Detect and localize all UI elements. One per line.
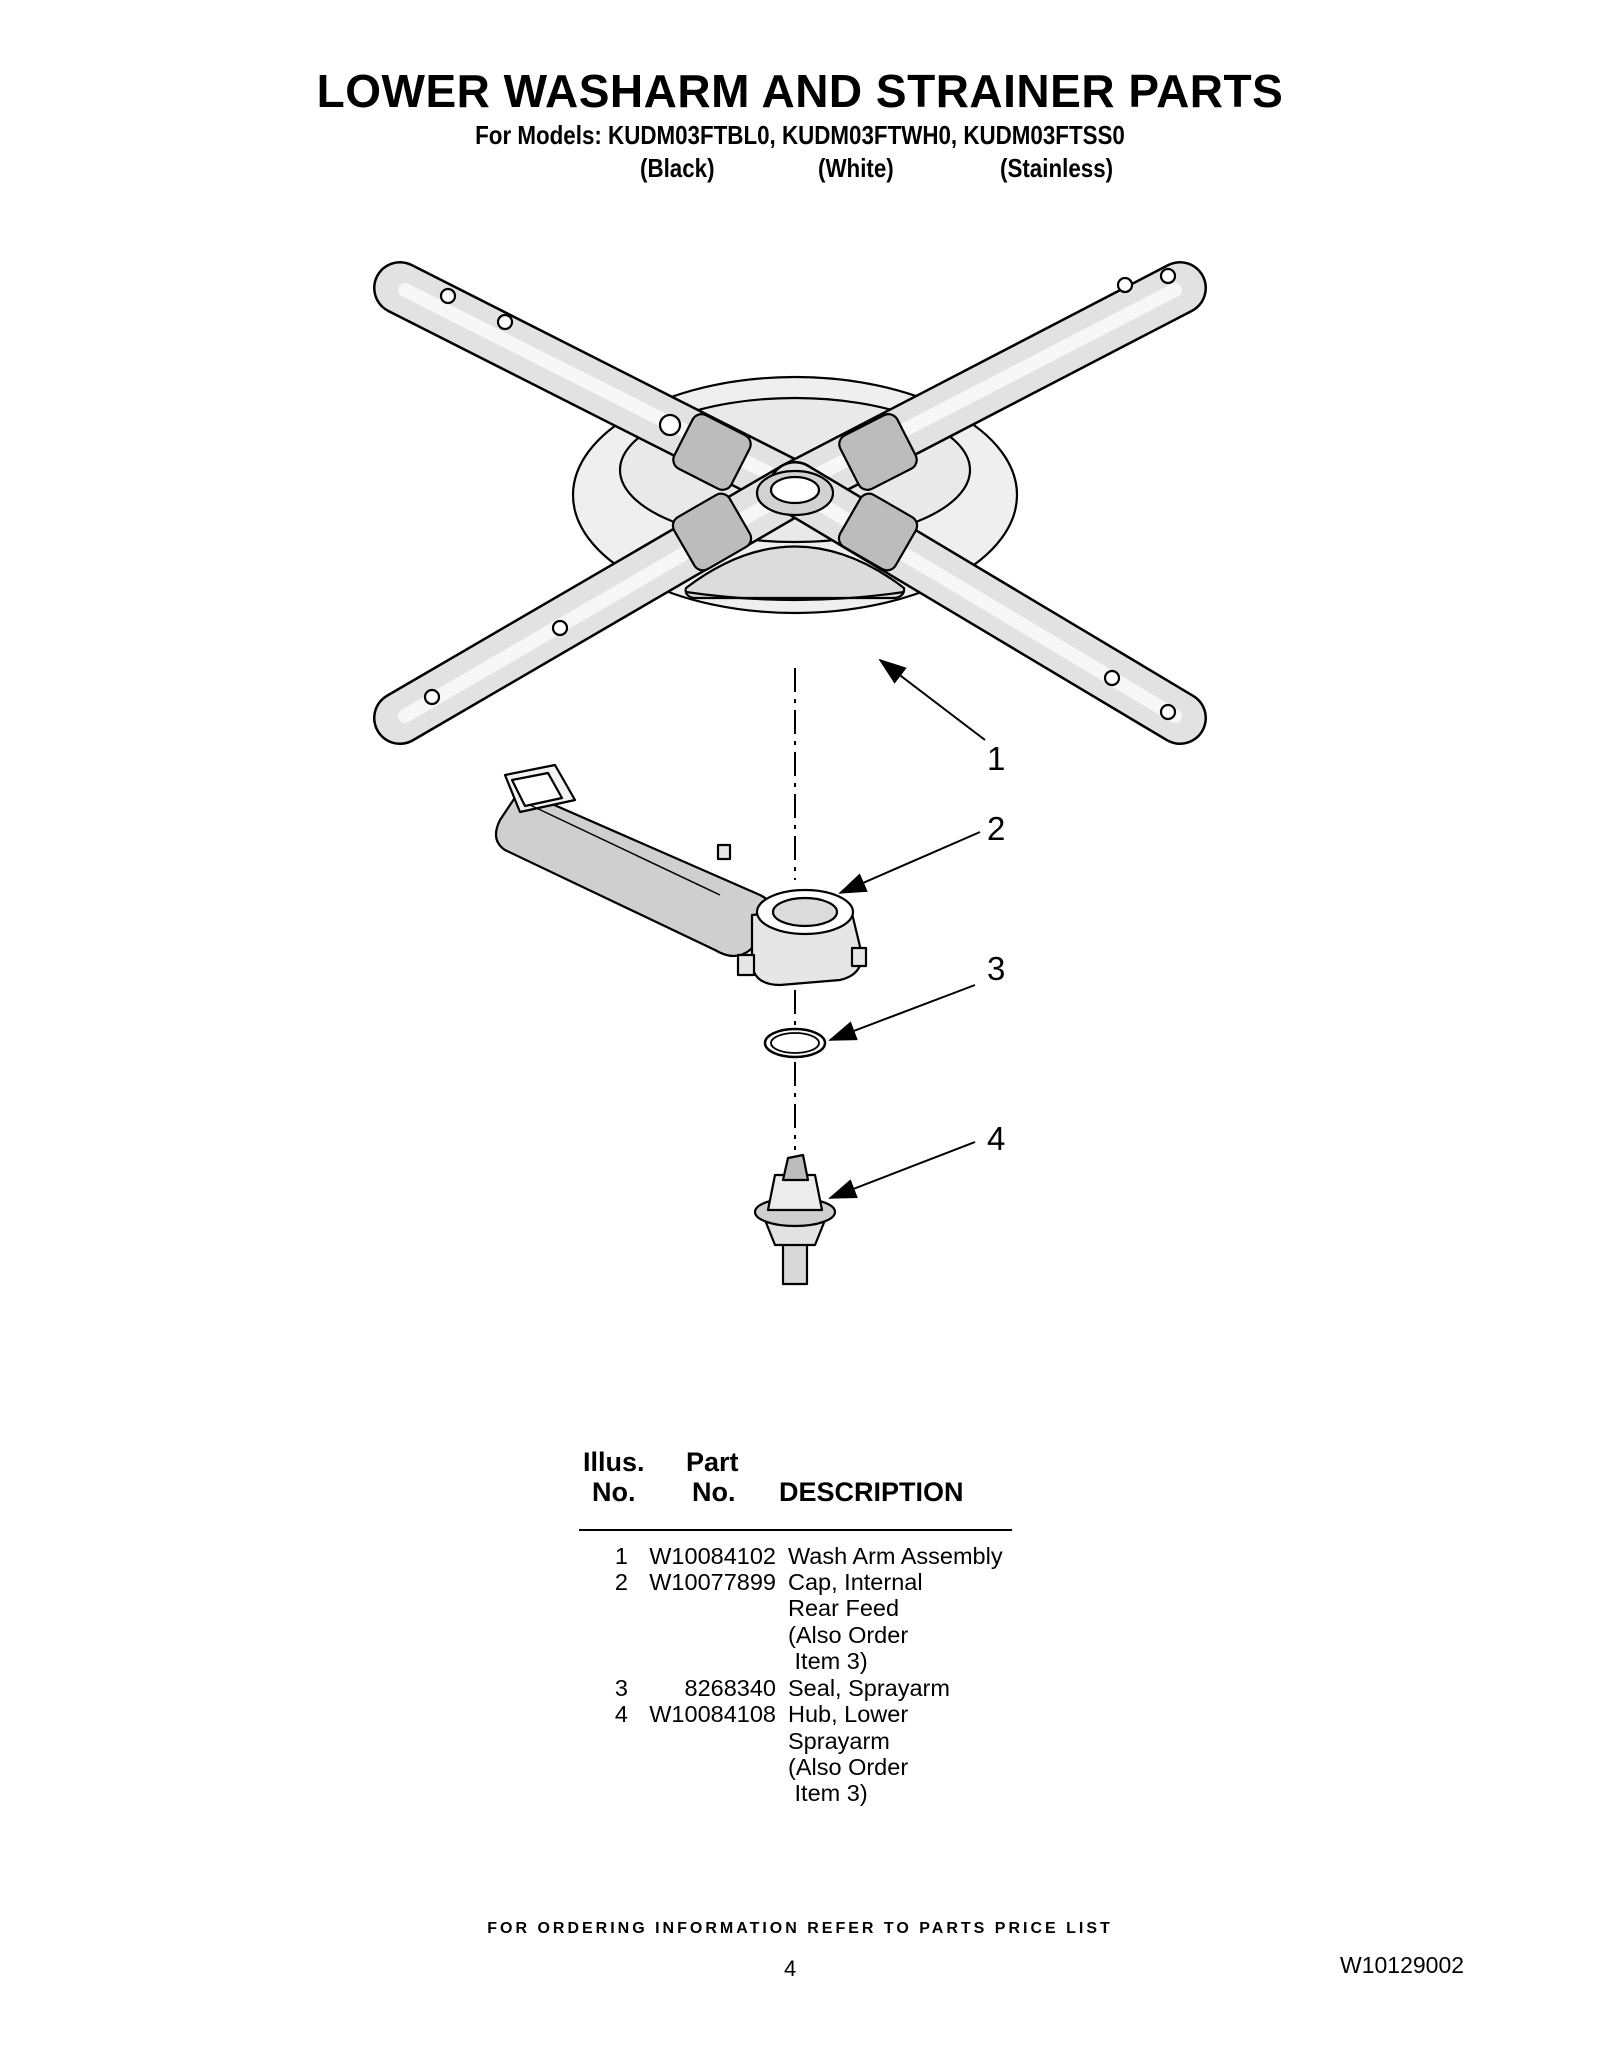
header-rule <box>579 1529 1012 1531</box>
description-line: Sprayarm <box>788 1728 890 1754</box>
description-line: Item 3) <box>788 1780 868 1806</box>
illus-no: 4 <box>614 1701 628 1727</box>
description-line: Cap, Internal <box>788 1569 923 1595</box>
ordering-footer: FOR ORDERING INFORMATION REFER TO PARTS … <box>487 1920 1113 1937</box>
header-part-bottom: No. <box>692 1477 736 1507</box>
part-no: W10077899 <box>649 1569 776 1595</box>
part-no: W10084108 <box>649 1701 776 1727</box>
variant-white: (White) <box>818 153 894 183</box>
internal-cap-rear-feed <box>494 763 868 987</box>
description-line: Seal, Sprayarm <box>788 1675 950 1701</box>
wash-arm-center-hub <box>755 469 835 517</box>
models-line: For Models: KUDM03FTBL0, KUDM03FTWH0, KU… <box>475 120 1125 150</box>
header-description: DESCRIPTION <box>779 1477 964 1507</box>
header-illus-bottom: No. <box>592 1477 636 1507</box>
illus-no: 3 <box>614 1675 628 1701</box>
page-number: 4 <box>784 1956 797 1981</box>
exploded-parts-diagram <box>373 261 1207 1286</box>
description-line: Rear Feed <box>788 1595 900 1621</box>
header-part-top: Part <box>686 1447 739 1477</box>
callout-leaders <box>828 658 986 1199</box>
description-line: Item 3) <box>788 1648 868 1674</box>
description-line: Hub, Lower <box>788 1701 909 1727</box>
description-line: (Also Order <box>788 1754 909 1780</box>
callout-4: 4 <box>987 1120 1006 1157</box>
callout-3: 3 <box>987 950 1006 987</box>
description-line: Wash Arm Assembly <box>788 1543 1003 1569</box>
page-title: LOWER WASHARM AND STRAINER PARTS <box>316 65 1284 117</box>
illus-no: 2 <box>614 1569 628 1595</box>
callout-2: 2 <box>987 810 1006 847</box>
part-no: W10084102 <box>649 1543 776 1569</box>
sprayarm-seal <box>763 1027 827 1059</box>
variant-black: (Black) <box>640 153 715 183</box>
wash-arm-collars <box>671 413 919 572</box>
part-no: 8268340 <box>684 1675 777 1701</box>
variant-stainless: (Stainless) <box>1000 153 1114 183</box>
header-illus-top: Illus. <box>583 1447 645 1477</box>
document-number: W10129002 <box>1340 1952 1465 1978</box>
lower-sprayarm-hub <box>753 1153 837 1286</box>
description-line: (Also Order <box>788 1622 909 1648</box>
callout-1: 1 <box>987 740 1006 777</box>
illus-no: 1 <box>614 1543 628 1569</box>
